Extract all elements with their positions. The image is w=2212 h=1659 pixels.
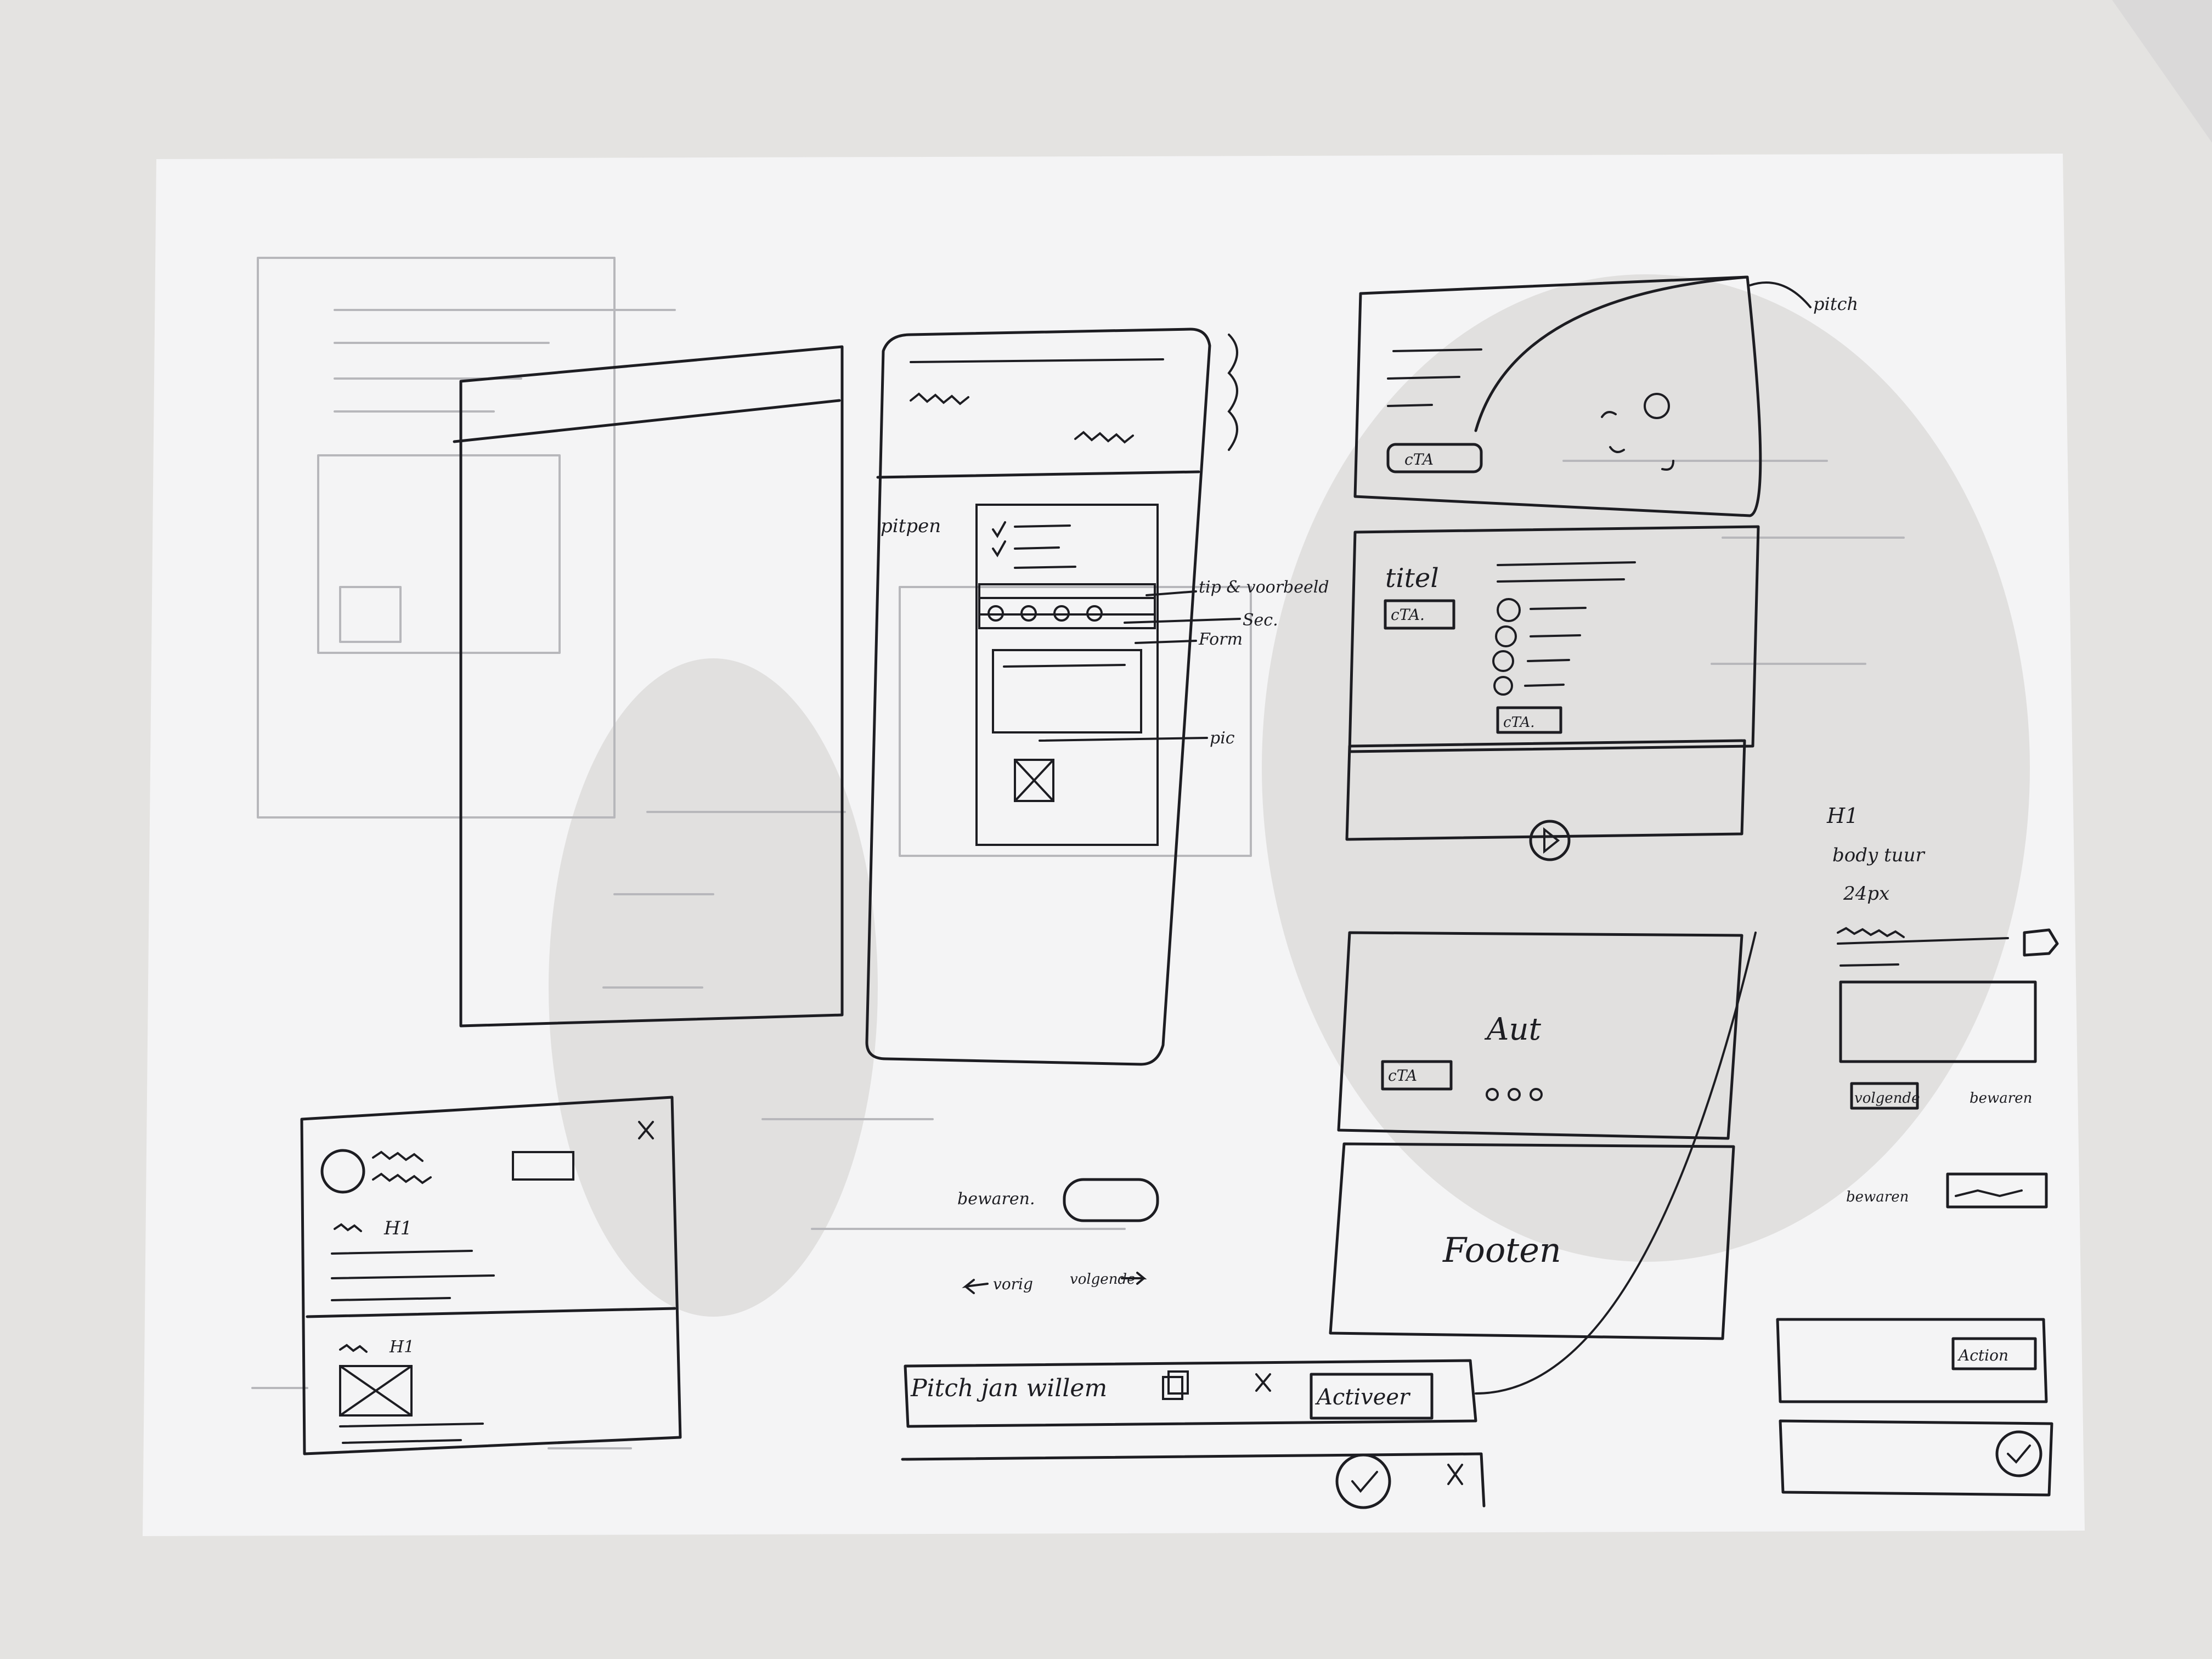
label-bewaren-right: bewaren bbox=[1970, 1090, 2032, 1107]
button-volgende[interactable]: volgende bbox=[1854, 1090, 1920, 1107]
card-image-placeholder-icon bbox=[339, 1365, 413, 1417]
label-24px: 24px bbox=[1843, 883, 1889, 905]
label-bewaren-left: bewaren. bbox=[957, 1189, 1035, 1209]
section-footer: Footen bbox=[1442, 1230, 1561, 1270]
wireframe-landing-page: pitch cTA titel cTA. cTA. Aut cTA bbox=[1329, 275, 1858, 1340]
wireframe-empty-screen bbox=[453, 345, 844, 1028]
label-pitch: pitch bbox=[1813, 294, 1858, 314]
check-circle-icon bbox=[1335, 1453, 1391, 1509]
wireframe-pitch-screen: pitpen tip & voorbeeld Sec. Form pic bbox=[865, 328, 1329, 1066]
wireframe-action-bar: Pitch jan willem Activeer bbox=[901, 932, 1757, 1509]
label-bewaren-pair: bewaren bbox=[1846, 1189, 1909, 1205]
card-heading-b: H1 bbox=[389, 1338, 414, 1357]
avatar-icon bbox=[320, 1149, 365, 1194]
bar-action-button[interactable]: Activeer bbox=[1314, 1385, 1411, 1410]
dismiss-close-icon bbox=[1447, 1464, 1463, 1485]
label-vorig: vorig bbox=[993, 1275, 1033, 1293]
image-placeholder-icon bbox=[1014, 759, 1054, 802]
label-tip-voorbeeld: tip & voorbeeld bbox=[1199, 578, 1329, 597]
faint-erased-sketches bbox=[251, 257, 1905, 1449]
hero-cta-label: cTA bbox=[1404, 450, 1434, 469]
button-action-small[interactable]: Action bbox=[1957, 1346, 2008, 1364]
label-pic: pic bbox=[1210, 729, 1235, 748]
section-titel: titel bbox=[1385, 563, 1439, 594]
label-bodytext: body tuur bbox=[1832, 844, 1925, 866]
style-notes: H1 body tuur 24px volgende bewaren bewar… bbox=[1776, 804, 2059, 1497]
quote-cta-label: cTA bbox=[1388, 1066, 1417, 1085]
list-cta-label: cTA. bbox=[1503, 714, 1535, 731]
section-cta-label: cTA. bbox=[1391, 606, 1425, 624]
label-pitpen: pitpen bbox=[881, 515, 941, 537]
play-icon bbox=[1529, 820, 1571, 861]
check-circle-small-icon bbox=[1995, 1430, 2042, 1477]
copy-icon bbox=[1162, 1370, 1189, 1400]
wireframe-left-card: H1 H1 bbox=[300, 1096, 682, 1455]
bar-close-icon bbox=[1255, 1373, 1271, 1392]
card-heading-a: H1 bbox=[383, 1217, 412, 1239]
bar-title: Pitch jan willem bbox=[910, 1374, 1107, 1402]
label-form: Form bbox=[1198, 630, 1243, 649]
section-quote: Aut bbox=[1484, 1012, 1542, 1047]
close-icon bbox=[638, 1121, 654, 1139]
button-notes: bewaren. vorig volgende bbox=[957, 1178, 1159, 1294]
label-sec: Sec. bbox=[1243, 611, 1278, 630]
label-h1: H1 bbox=[1826, 804, 1858, 828]
